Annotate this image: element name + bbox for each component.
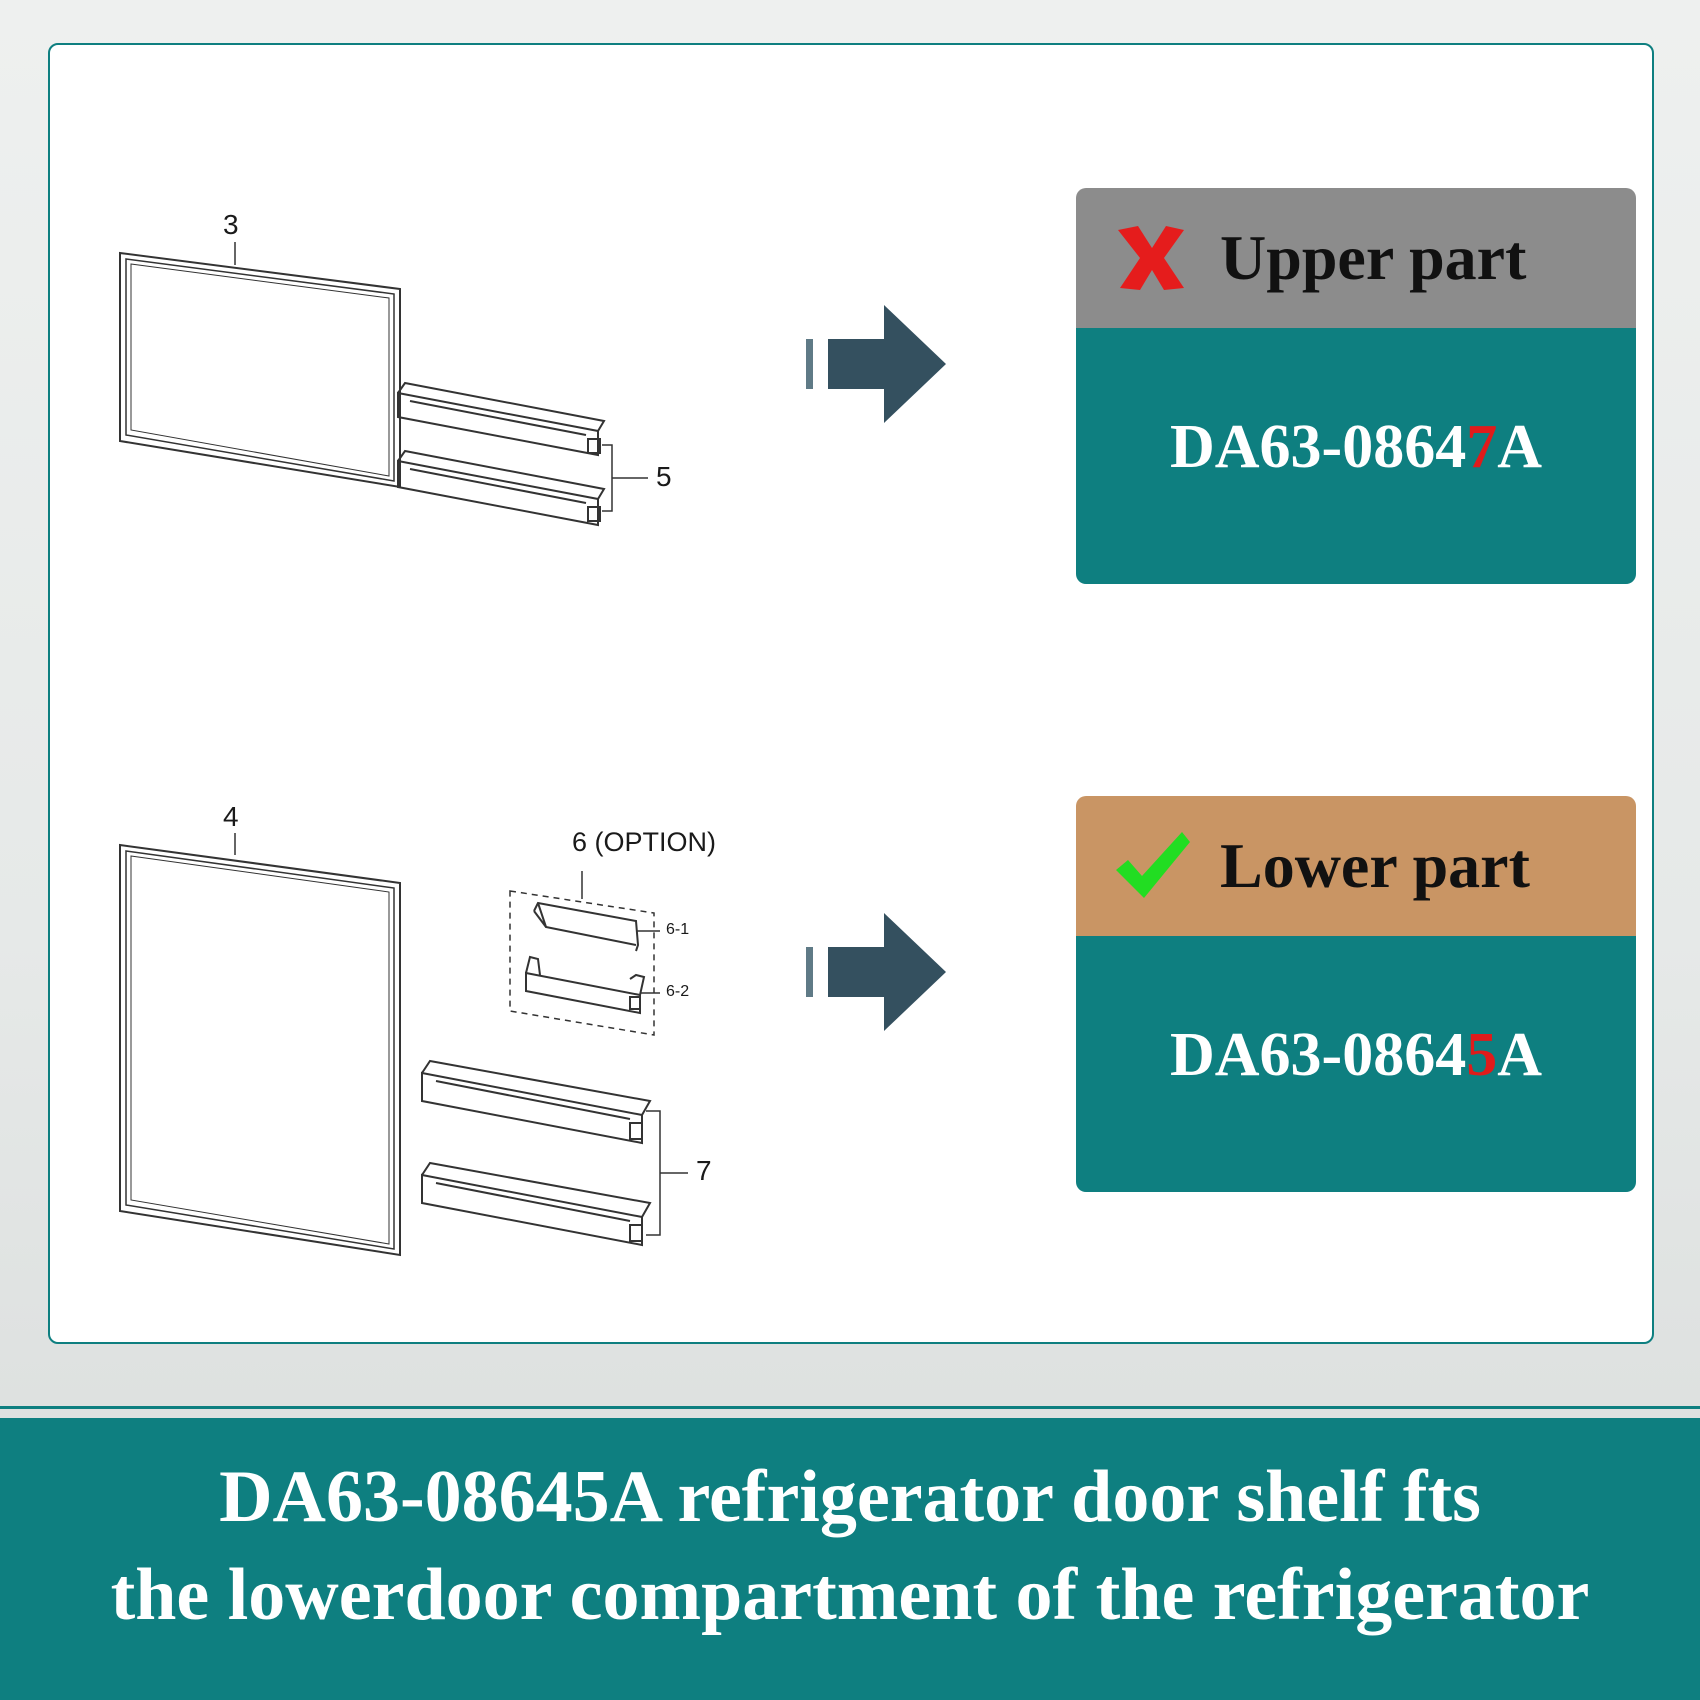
comparison-panel: 3 5 Upper part DA63-08647A [48, 43, 1654, 1344]
part-highlight-digit: 7 [1466, 412, 1498, 481]
upper-door-diagram: 3 5 [110, 195, 760, 555]
lower-part-label: Lower part [1220, 830, 1530, 901]
upper-part-number-area: DA63-08647A [1076, 328, 1636, 584]
check-mark-icon [1116, 832, 1190, 898]
option-shelf-1 [533, 901, 640, 952]
callout-6-option: 6 (OPTION) [572, 827, 717, 857]
upper-shelf-1 [397, 381, 606, 457]
callout-6-2: 6-2 [666, 983, 690, 1000]
arrow-right-icon [806, 911, 966, 1046]
caption-line-2: the lowerdoor compartment of the refrige… [110, 1554, 1590, 1636]
lower-door-diagram: 4 6 (OPTION) 6-1 6-2 7 [110, 775, 760, 1265]
x-mark-icon [1118, 226, 1184, 290]
upper-part-number: DA63-08647A [1170, 412, 1542, 483]
lower-shelf-1 [421, 1059, 652, 1145]
option-shelf-2 [525, 955, 646, 1015]
lower-part-number-area: DA63-08645A [1076, 936, 1636, 1192]
lower-part-number: DA63-08645A [1170, 1020, 1542, 1091]
caption-line-1: DA63-08645A refrigerator door shelf fts [219, 1456, 1481, 1538]
lower-shelf-2 [421, 1161, 652, 1247]
upper-part-card: Upper part DA63-08647A [1076, 188, 1636, 584]
upper-shelf-2 [397, 449, 606, 527]
part-prefix: DA63-0864 [1170, 412, 1467, 481]
part-prefix: DA63-0864 [1170, 1020, 1467, 1089]
upper-part-header: Upper part [1076, 188, 1636, 328]
callout-3: 3 [223, 209, 239, 240]
callout-5: 5 [656, 461, 672, 492]
lower-part-header: Lower part [1076, 796, 1636, 936]
upper-part-label: Upper part [1220, 222, 1527, 293]
upper-gasket-frame [119, 251, 401, 489]
lower-gasket-frame [119, 843, 401, 1257]
arrow-right-icon [806, 303, 966, 438]
part-suffix: A [1497, 412, 1542, 481]
part-suffix: A [1497, 1020, 1542, 1089]
caption-banner: DA63-08645A refrigerator door shelf fts … [0, 1418, 1700, 1700]
part-highlight-digit: 5 [1466, 1020, 1498, 1089]
callout-7: 7 [696, 1155, 712, 1186]
callout-4: 4 [223, 801, 239, 832]
callout-6-1: 6-1 [666, 921, 690, 938]
banner-divider [0, 1406, 1700, 1409]
lower-part-card: Lower part DA63-08645A [1076, 796, 1636, 1192]
